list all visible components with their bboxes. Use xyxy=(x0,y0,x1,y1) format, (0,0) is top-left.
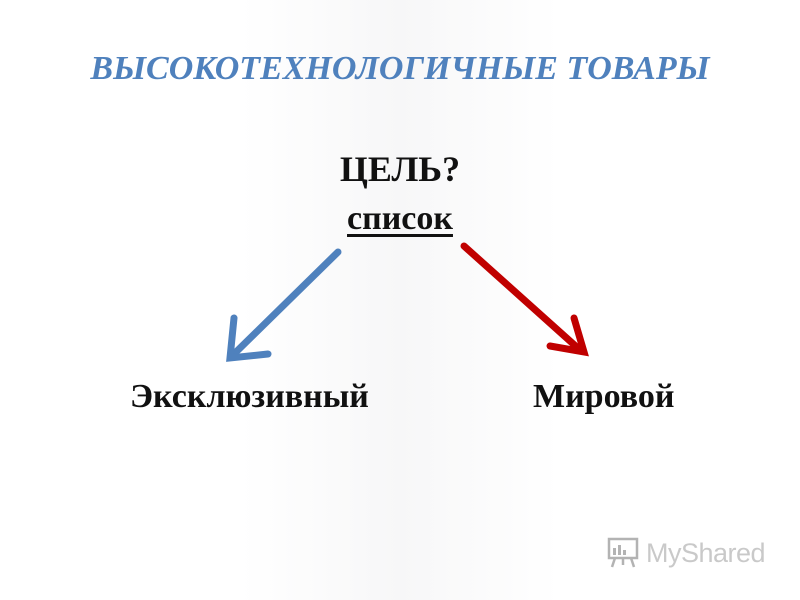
goal-question: ЦЕЛЬ? xyxy=(339,149,461,189)
right-arrow xyxy=(460,242,589,357)
slide-title: ВЫСОКОТЕХНОЛОГИЧНЫЕ ТОВАРЫ xyxy=(90,50,710,87)
presentation-board-icon xyxy=(607,537,639,568)
watermark: MyShared xyxy=(606,536,766,570)
branch-label-exclusive: Эксклюзивный xyxy=(130,378,369,415)
branch-label-world: Мировой xyxy=(533,378,675,415)
watermark-text: MyShared xyxy=(646,537,766,568)
left-arrow xyxy=(226,248,342,362)
list-label: список xyxy=(347,200,453,237)
